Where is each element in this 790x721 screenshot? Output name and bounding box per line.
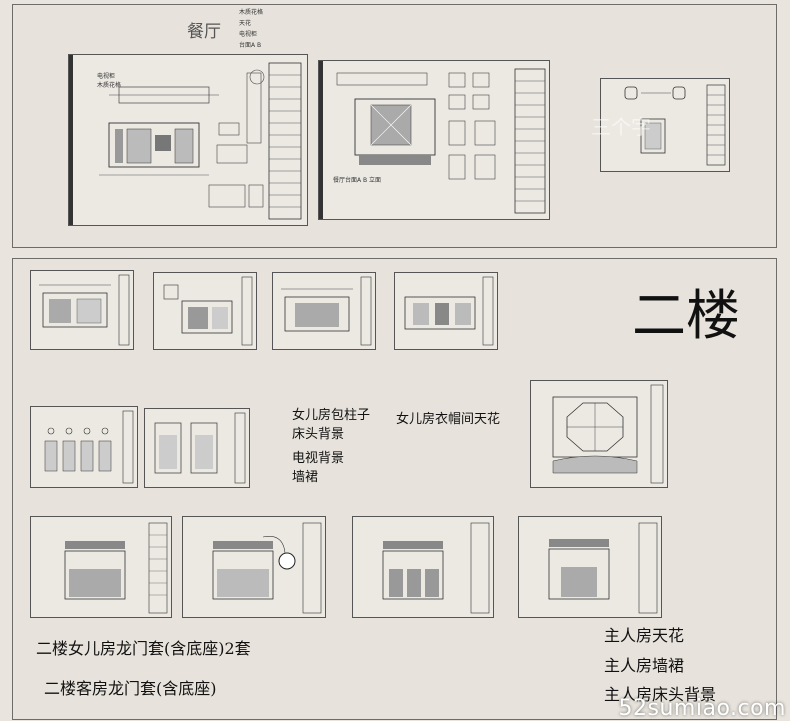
legend-line-4: 台面A B [239,42,262,49]
sheet-2-caption: 餐厅台面A B 立面 [333,177,382,184]
caption-daughter-door-sets: 二楼女儿房龙门套(含底座)2套 [36,639,251,658]
caption-guest-door-set: 二楼客房龙门套(含底座) [44,679,217,698]
thumb-row2-2 [144,408,250,488]
sheet-1-note-1: 电视柜 [97,73,116,80]
note-cloakroom-ceiling: 女儿房衣帽间天花 [396,412,501,427]
caption-master-ceiling: 主人房天花 [604,626,685,645]
thumb-row3-2 [182,516,326,618]
sheet-1-drawing [69,55,302,225]
note-bed-background: 床头背景 [292,427,345,442]
thumb-row3-3 [352,516,494,618]
note-wainscot: 墙裙 [292,470,319,485]
sheet-2-drawing [319,61,546,219]
thumb-row3-1 [30,516,172,618]
note-daughter-pillar: 女儿房包柱子 [292,408,371,423]
legend-line-3: 电视柜 [239,31,258,38]
legend-line-2: 天花 [239,20,252,27]
site-watermark: 52sumiao.com [618,696,786,721]
thumb-row2-1 [30,406,138,488]
thumb-row1-1 [30,270,134,350]
note-tv-background: 电视背景 [292,451,345,466]
sheet-3-drawing [624,84,726,166]
thumb-row1-4 [394,272,498,350]
thumb-row3-4 [518,516,662,618]
caption-master-wainscot: 主人房墙裙 [604,656,685,675]
thumb-row2-3 [530,380,668,488]
drawing-sheet-2: 餐厅台面A B 立面 [318,60,550,220]
sheet-1-note-2: 木质花格 [97,82,122,89]
thumb-row1-2 [153,272,257,350]
caption-master-bed-background: 主人房床头背景 [604,685,717,704]
legend-line-1: 木质花格 [239,9,264,16]
thumb-row1-3 [272,272,376,350]
drawing-sheet-1: 电视柜 木质花格 [68,54,308,226]
section-title: 餐厅 [187,22,221,42]
drawing-sheet-3: 三个字 [591,78,730,172]
faint-overlay-text: 三个字 [591,115,651,139]
second-floor-heading: 二楼 [632,284,740,347]
